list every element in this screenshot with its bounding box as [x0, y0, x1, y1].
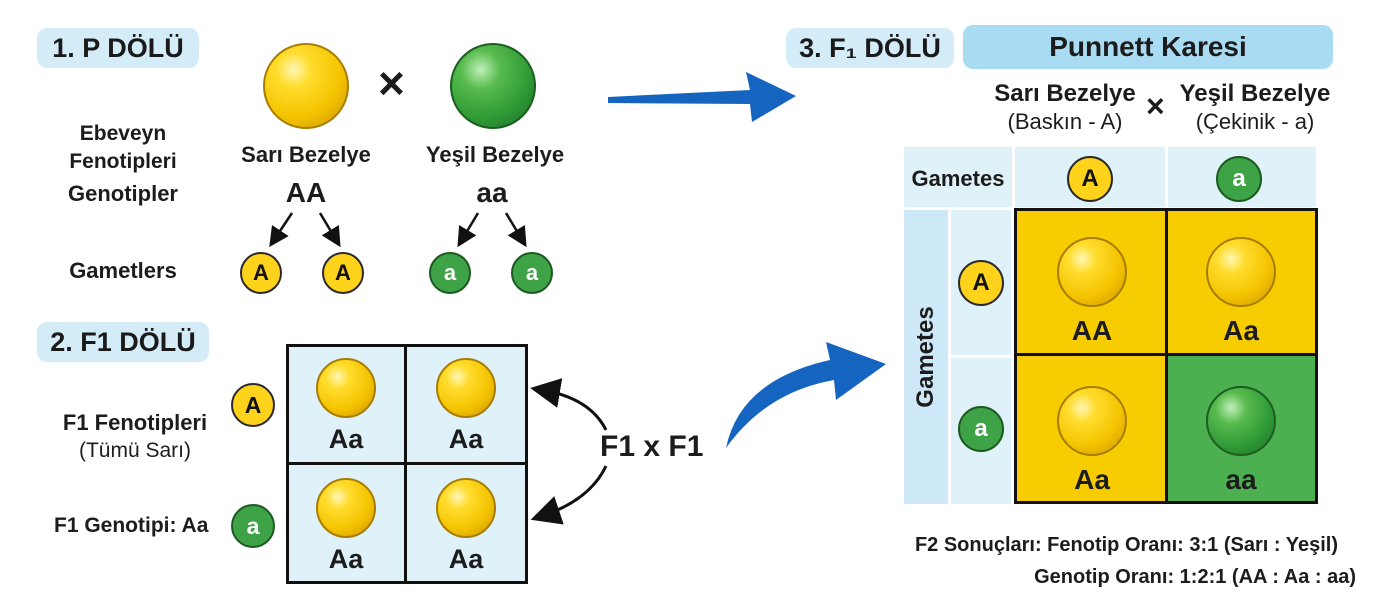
section1-heading: 1. P DÖLÜ	[37, 28, 199, 68]
punnett-parent2-name: Yeşil Bezelye	[1179, 80, 1331, 107]
punnett-cell-Aa-1: Aa	[1165, 208, 1318, 356]
punnett-cell-Aa-2-pea-icon	[1057, 386, 1127, 456]
f1-cross-label: F1 x F1	[600, 430, 704, 463]
punnett-col-allele-a: a	[1216, 156, 1262, 202]
punnett-cell-AA-genotype: AA	[1071, 315, 1113, 346]
parent1-gamete-2: A	[322, 252, 364, 294]
punnett-cell-AA: AA	[1014, 208, 1168, 356]
f1-genotype-label: F1 Genotipi: Aa	[54, 514, 209, 537]
f1-phenotype-note: (Tümü Sarı)	[78, 439, 191, 462]
punnett-title: Punnett Karesi	[963, 25, 1333, 69]
punnett-row-allele-A: A	[958, 260, 1004, 306]
parent2-genotype: aa	[476, 177, 508, 208]
flow-arrow-1	[608, 72, 796, 122]
f2-results-line2: Genotip Oranı: 1:2:1 (AA : Aa : aa)	[1034, 566, 1356, 588]
parent-phenotypes-line1: Ebeveyn	[79, 122, 167, 145]
f1-cell-1-pea-icon	[316, 358, 376, 418]
punnett-parent2-note: (Çekinik - a)	[1195, 109, 1315, 134]
cross-symbol-p: ×	[378, 57, 405, 109]
punnett-side-gametes-label: Gametes	[912, 306, 939, 408]
f1-phenotype-label: F1 Fenotipleri	[62, 410, 208, 435]
flow-arrow-2	[726, 342, 886, 448]
punnett-cell-Aa-1-genotype: Aa	[1223, 315, 1259, 346]
f1-cell-2-pea-icon	[436, 358, 496, 418]
punnett-cell-aa: aa	[1165, 353, 1318, 504]
f2-results-line1: F2 Sonuçları: Fenotip Oranı: 3:1 (Sarı :…	[914, 534, 1338, 556]
f1-row-allele-A: A	[231, 383, 275, 427]
f1-cell-3-pea-icon	[316, 478, 376, 538]
punnett-top-gametes-cell	[904, 147, 1012, 207]
punnett-col-allele-A: A	[1067, 156, 1113, 202]
section3-heading: 3. F₁ DÖLÜ	[786, 28, 954, 68]
punnett-cell-Aa-2: Aa	[1014, 353, 1168, 504]
punnett-cell-aa-pea-icon	[1206, 386, 1276, 456]
f1-row-allele-a: a	[231, 504, 275, 548]
genotypes-label: Genotipler	[67, 181, 178, 206]
parent-phenotypes-label: Ebeveyn Fenotipleri	[48, 120, 198, 176]
f1-square: Aa Aa Aa Aa	[286, 344, 528, 584]
gametes-label: Gametlers	[69, 258, 177, 283]
punnett-cell-AA-pea-icon	[1057, 237, 1127, 307]
f1-cell-4-genotype: Aa	[448, 544, 484, 574]
f1-cell-3-genotype: Aa	[328, 544, 364, 574]
f1-cell-4-pea-icon	[436, 478, 496, 538]
punnett-cross-symbol: ×	[1146, 88, 1165, 124]
f1-cell-1-genotype: Aa	[328, 424, 364, 454]
parent-phenotypes-line2: Fenotipleri	[69, 150, 177, 173]
parent1-genotype: AA	[285, 177, 327, 208]
punnett-top-gametes-label: Gametes	[911, 166, 1005, 191]
gamete-split-arrows	[269, 212, 527, 248]
parent2-gamete-2: a	[511, 252, 553, 294]
parent2-gamete-1: a	[429, 252, 471, 294]
punnett-parent1-name: Sarı Bezelye	[994, 80, 1136, 107]
punnett-cell-Aa-1-pea-icon	[1206, 237, 1276, 307]
punnett-row-allele-a: a	[958, 406, 1004, 452]
punnett-side-gametes-cell	[904, 210, 948, 504]
section2-heading: 2. F1 DÖLÜ	[37, 322, 209, 362]
parent2-pea-icon	[450, 43, 536, 129]
self-cross-arrows	[530, 378, 608, 525]
punnett-cell-aa-genotype: aa	[1225, 464, 1257, 495]
punnett-cell-Aa-2-genotype: Aa	[1074, 464, 1110, 495]
parent2-name: Yeşil Bezelye	[425, 142, 565, 167]
parent1-gamete-1: A	[240, 252, 282, 294]
punnett-parent1-note: (Baskın - A)	[1007, 109, 1123, 134]
f1-cell-2-genotype: Aa	[448, 424, 484, 454]
parent1-pea-icon	[263, 43, 349, 129]
parent1-name: Sarı Bezelye	[241, 142, 371, 167]
